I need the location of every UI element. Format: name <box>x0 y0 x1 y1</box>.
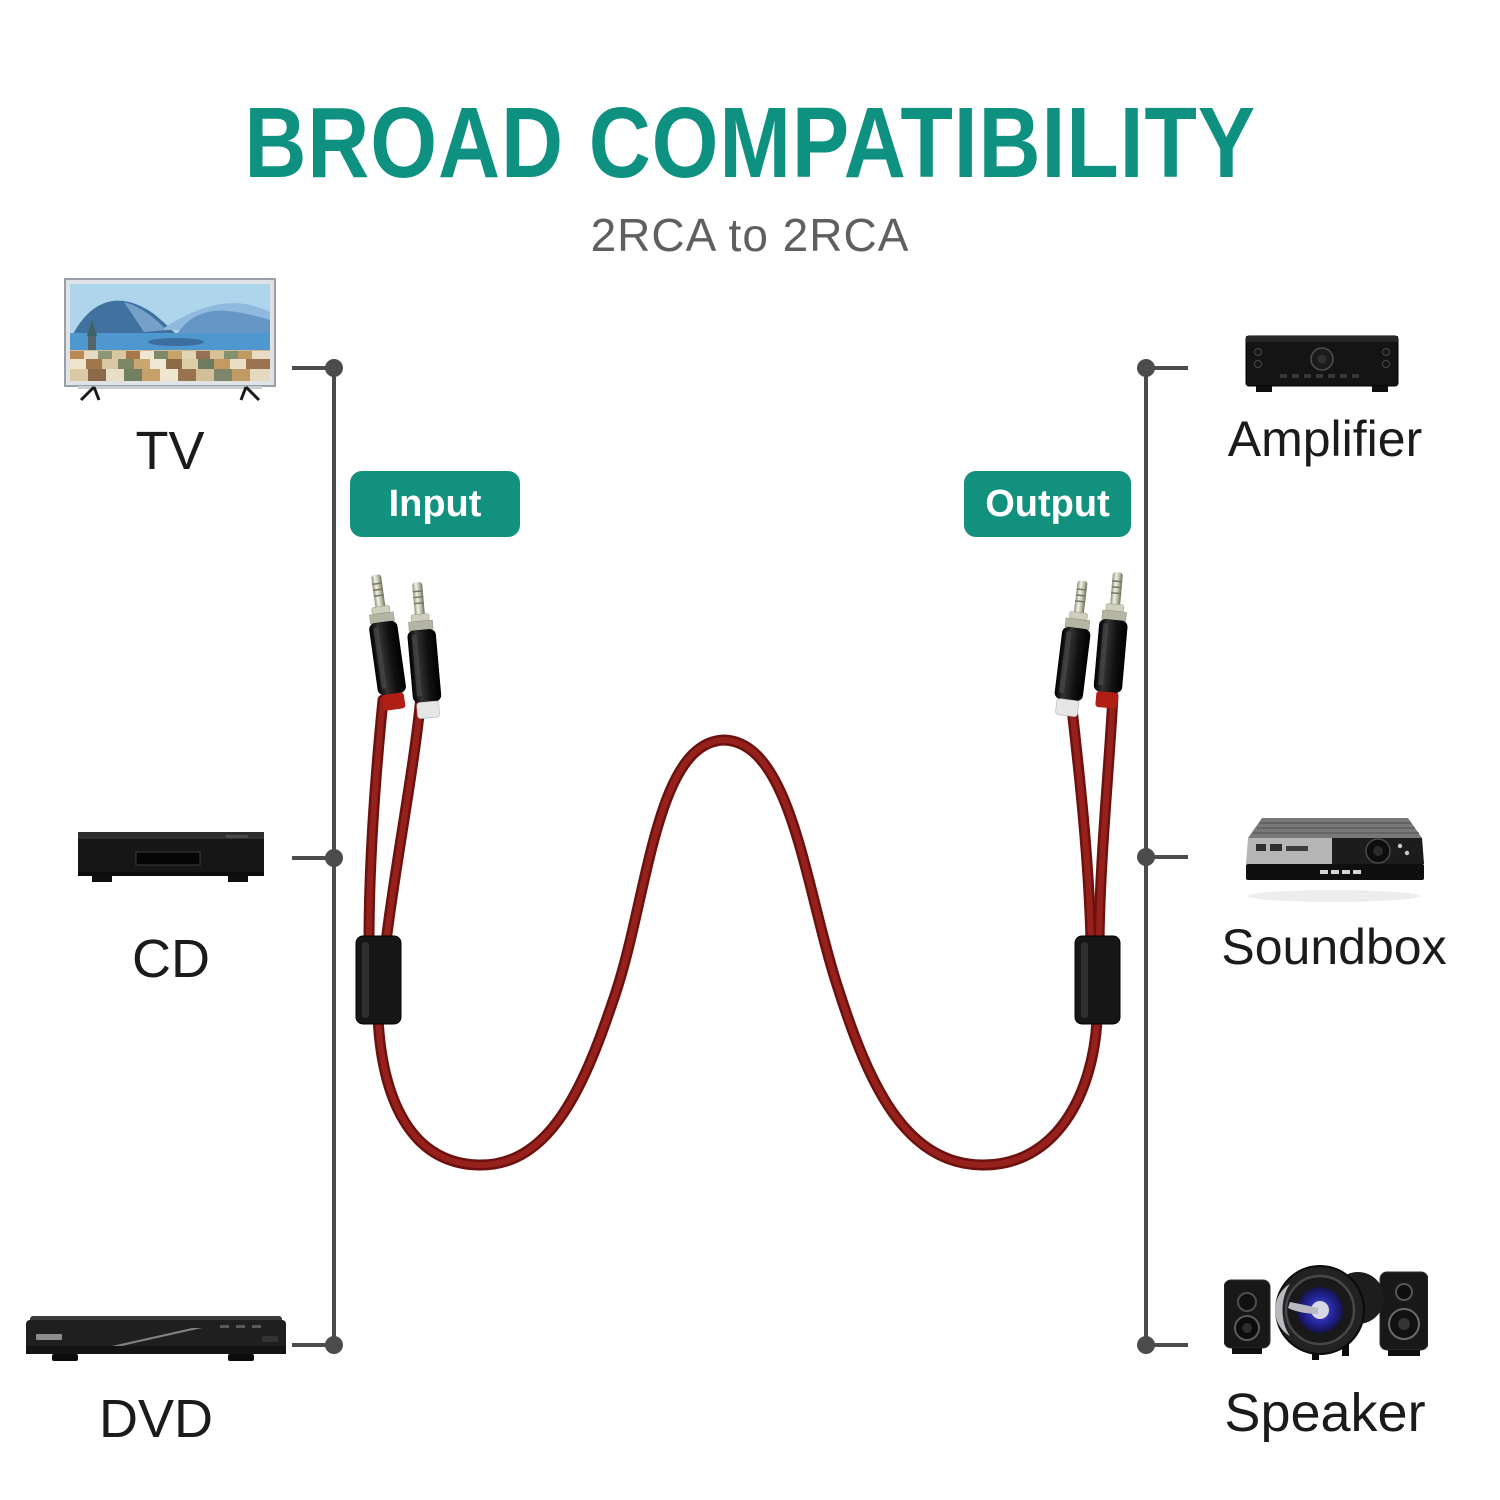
right-connection-lines <box>1137 359 1188 1354</box>
rca-cable <box>363 690 1119 1171</box>
soundbox-icon <box>1246 818 1424 902</box>
device-dvd: DVD <box>24 1312 288 1449</box>
ferrite-bead-left <box>355 935 402 1025</box>
rca-plug-output-right <box>1092 570 1133 709</box>
cd-player-icon <box>78 832 264 882</box>
page-subtitle: 2RCA to 2RCA <box>590 209 910 261</box>
device-tv: TV <box>64 278 276 481</box>
page-title-text: BROAD COMPATIBILITY <box>244 87 1256 199</box>
rca-plug-output-left <box>1053 578 1098 717</box>
input-badge: Input <box>350 471 520 537</box>
ferrite-bead-right <box>1074 935 1121 1025</box>
device-amplifier: Amplifier <box>1228 332 1422 467</box>
device-label-cd: CD <box>132 929 210 989</box>
device-label-dvd: DVD <box>98 1389 213 1449</box>
speaker-icon <box>1223 1265 1429 1360</box>
left-connection-lines <box>292 359 343 1354</box>
device-label-speaker: Speaker <box>1224 1383 1426 1443</box>
device-cd: CD <box>76 826 266 989</box>
rca-plug-input-right <box>402 580 443 719</box>
device-soundbox: Soundbox <box>1221 816 1447 975</box>
rca-plug-input-left <box>361 572 408 711</box>
device-label-tv: TV <box>135 421 205 481</box>
tv-icon <box>64 278 276 402</box>
device-label-soundbox: Soundbox <box>1221 919 1447 975</box>
page-title: BROAD COMPATIBILITY <box>0 86 1500 201</box>
device-speaker: Speaker <box>1223 1246 1429 1443</box>
device-label-amplifier: Amplifier <box>1227 411 1423 467</box>
dvd-player-icon <box>26 1316 286 1361</box>
amplifier-icon <box>1245 335 1399 392</box>
output-badge: Output <box>964 471 1131 537</box>
